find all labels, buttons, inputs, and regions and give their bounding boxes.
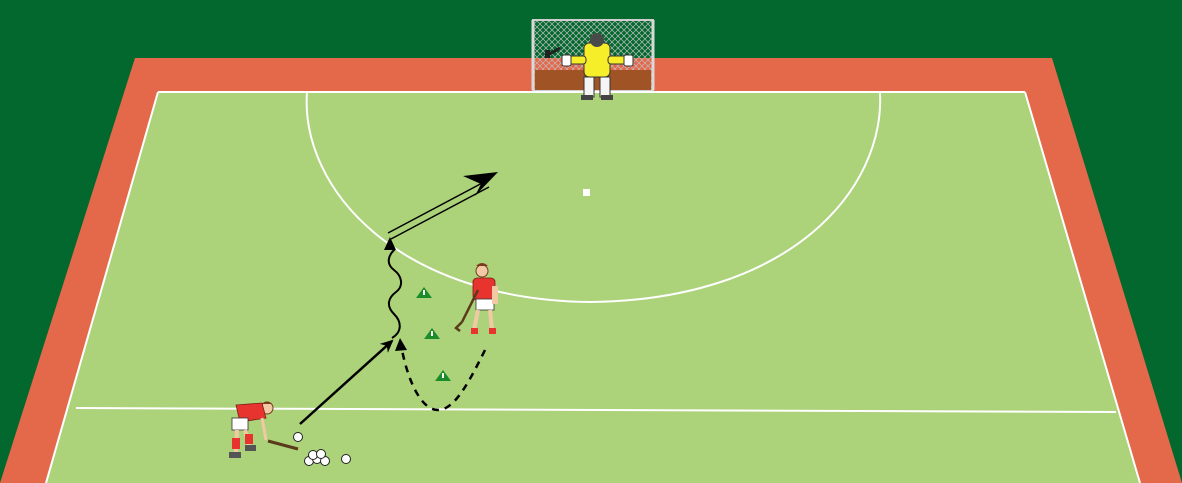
penalty-spot bbox=[583, 189, 590, 196]
pitch-surface bbox=[46, 92, 1140, 483]
